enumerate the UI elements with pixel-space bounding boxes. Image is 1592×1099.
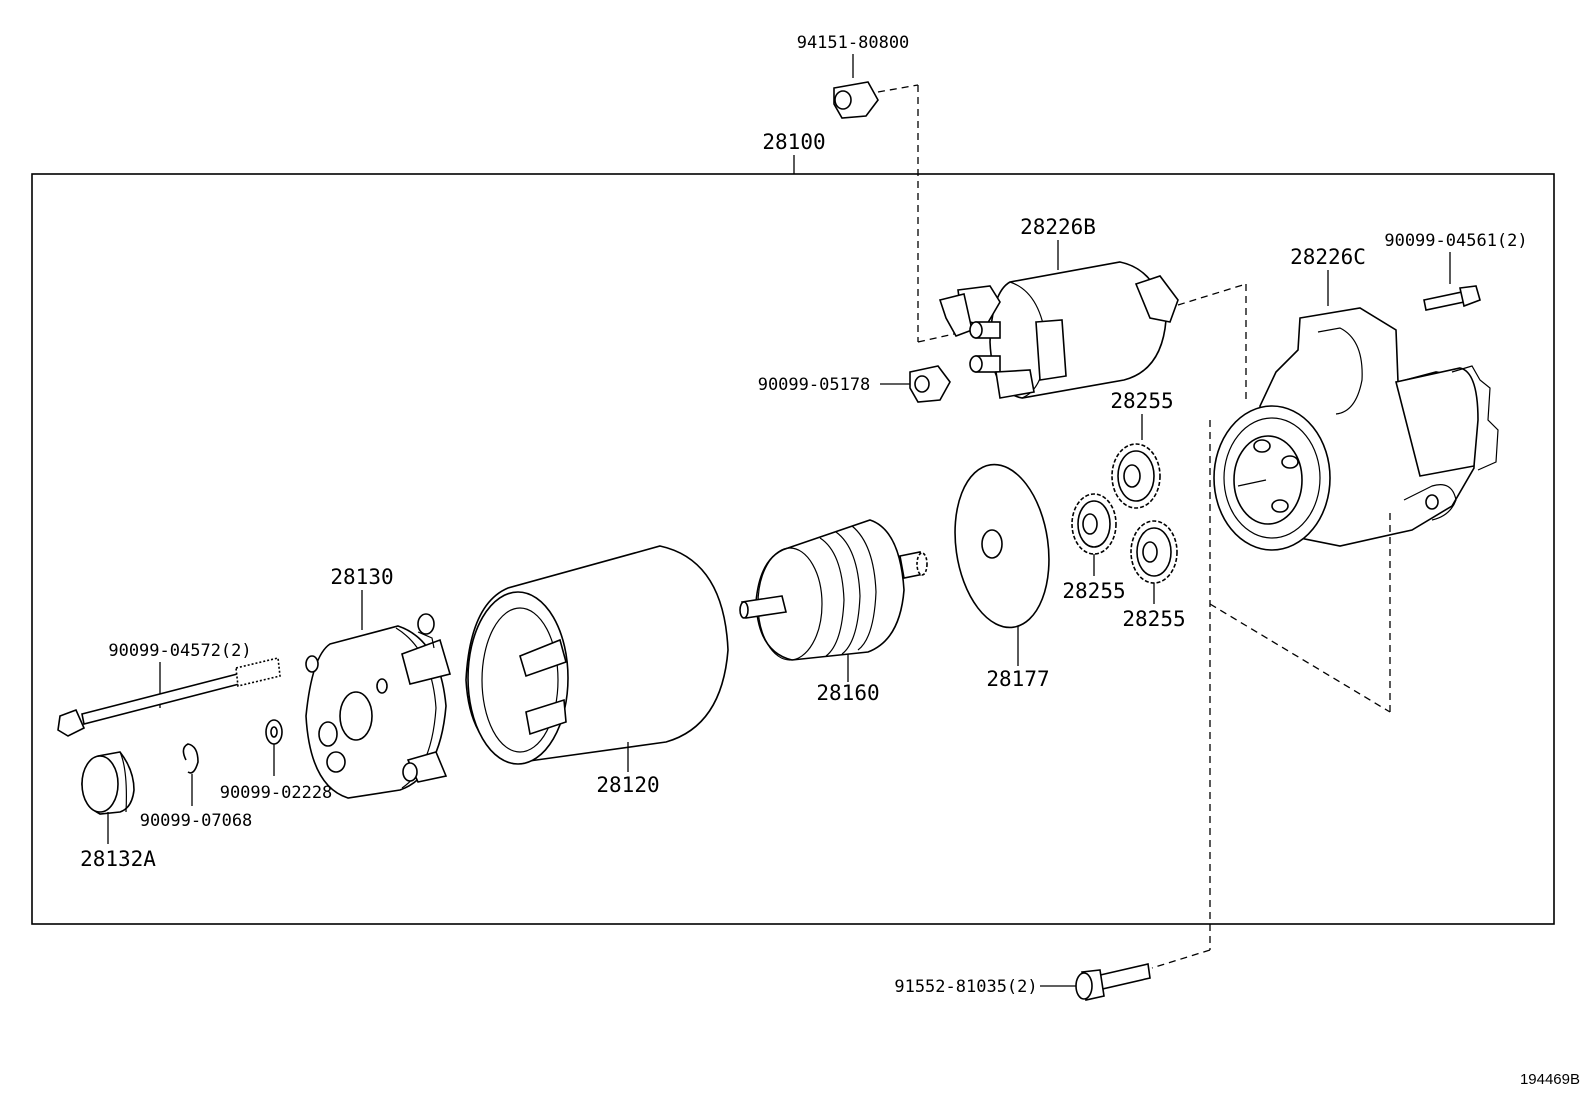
- label-28177[interactable]: 28177: [986, 667, 1049, 691]
- label-28255-c[interactable]: 28255: [1122, 607, 1185, 631]
- label-90099-04572[interactable]: 90099-04572(2): [108, 641, 251, 661]
- gear-b: 28255: [1062, 493, 1126, 603]
- label-28132A[interactable]: 28132A: [80, 847, 156, 871]
- nut-top: 94151-80800: [797, 33, 973, 343]
- cap-28132A: 28132A: [80, 751, 156, 871]
- label-28226B[interactable]: 28226B: [1020, 215, 1096, 239]
- armature-28160: 28160: [739, 519, 928, 705]
- label-28255-b[interactable]: 28255: [1062, 579, 1125, 603]
- gear-c: 28255: [1122, 520, 1186, 631]
- yoke-28120: 28120: [465, 545, 729, 797]
- diagram-id: 194469B: [1520, 1071, 1580, 1088]
- mount-bolt-projection: [1151, 420, 1391, 969]
- bolt-housing: 90099-04561(2): [1384, 231, 1528, 311]
- label-28226C[interactable]: 28226C: [1290, 245, 1366, 269]
- label-91552-81035[interactable]: 91552-81035(2): [894, 977, 1037, 997]
- housing-28226C: 28226C: [1213, 245, 1499, 551]
- label-28130[interactable]: 28130: [330, 565, 393, 589]
- label-28100[interactable]: 28100: [762, 130, 825, 154]
- washer: 90099-02228: [220, 719, 333, 803]
- label-90099-02228[interactable]: 90099-02228: [220, 783, 333, 803]
- label-28120[interactable]: 28120: [596, 773, 659, 797]
- label-28160[interactable]: 28160: [816, 681, 879, 705]
- nut-solenoid: 90099-05178: [758, 365, 951, 403]
- label-90099-07068[interactable]: 90099-07068: [140, 811, 253, 831]
- clip: 90099-07068: [140, 743, 253, 831]
- end-frame-28130: 28130: [305, 565, 452, 799]
- label-94151-80800[interactable]: 94151-80800: [797, 33, 910, 53]
- assembly-frame: 28100: [31, 130, 1555, 925]
- through-bolt: 90099-04572(2): [57, 641, 281, 737]
- gear-a: 28255: [1110, 389, 1174, 509]
- mount-bolt: 91552-81035(2): [894, 963, 1151, 1001]
- plate-28177: 28177: [954, 463, 1050, 691]
- solenoid-28226B: 28226B: [938, 215, 1247, 402]
- label-28255-a[interactable]: 28255: [1110, 389, 1173, 413]
- label-90099-04561[interactable]: 90099-04561(2): [1384, 231, 1527, 251]
- label-90099-05178[interactable]: 90099-05178: [758, 375, 871, 395]
